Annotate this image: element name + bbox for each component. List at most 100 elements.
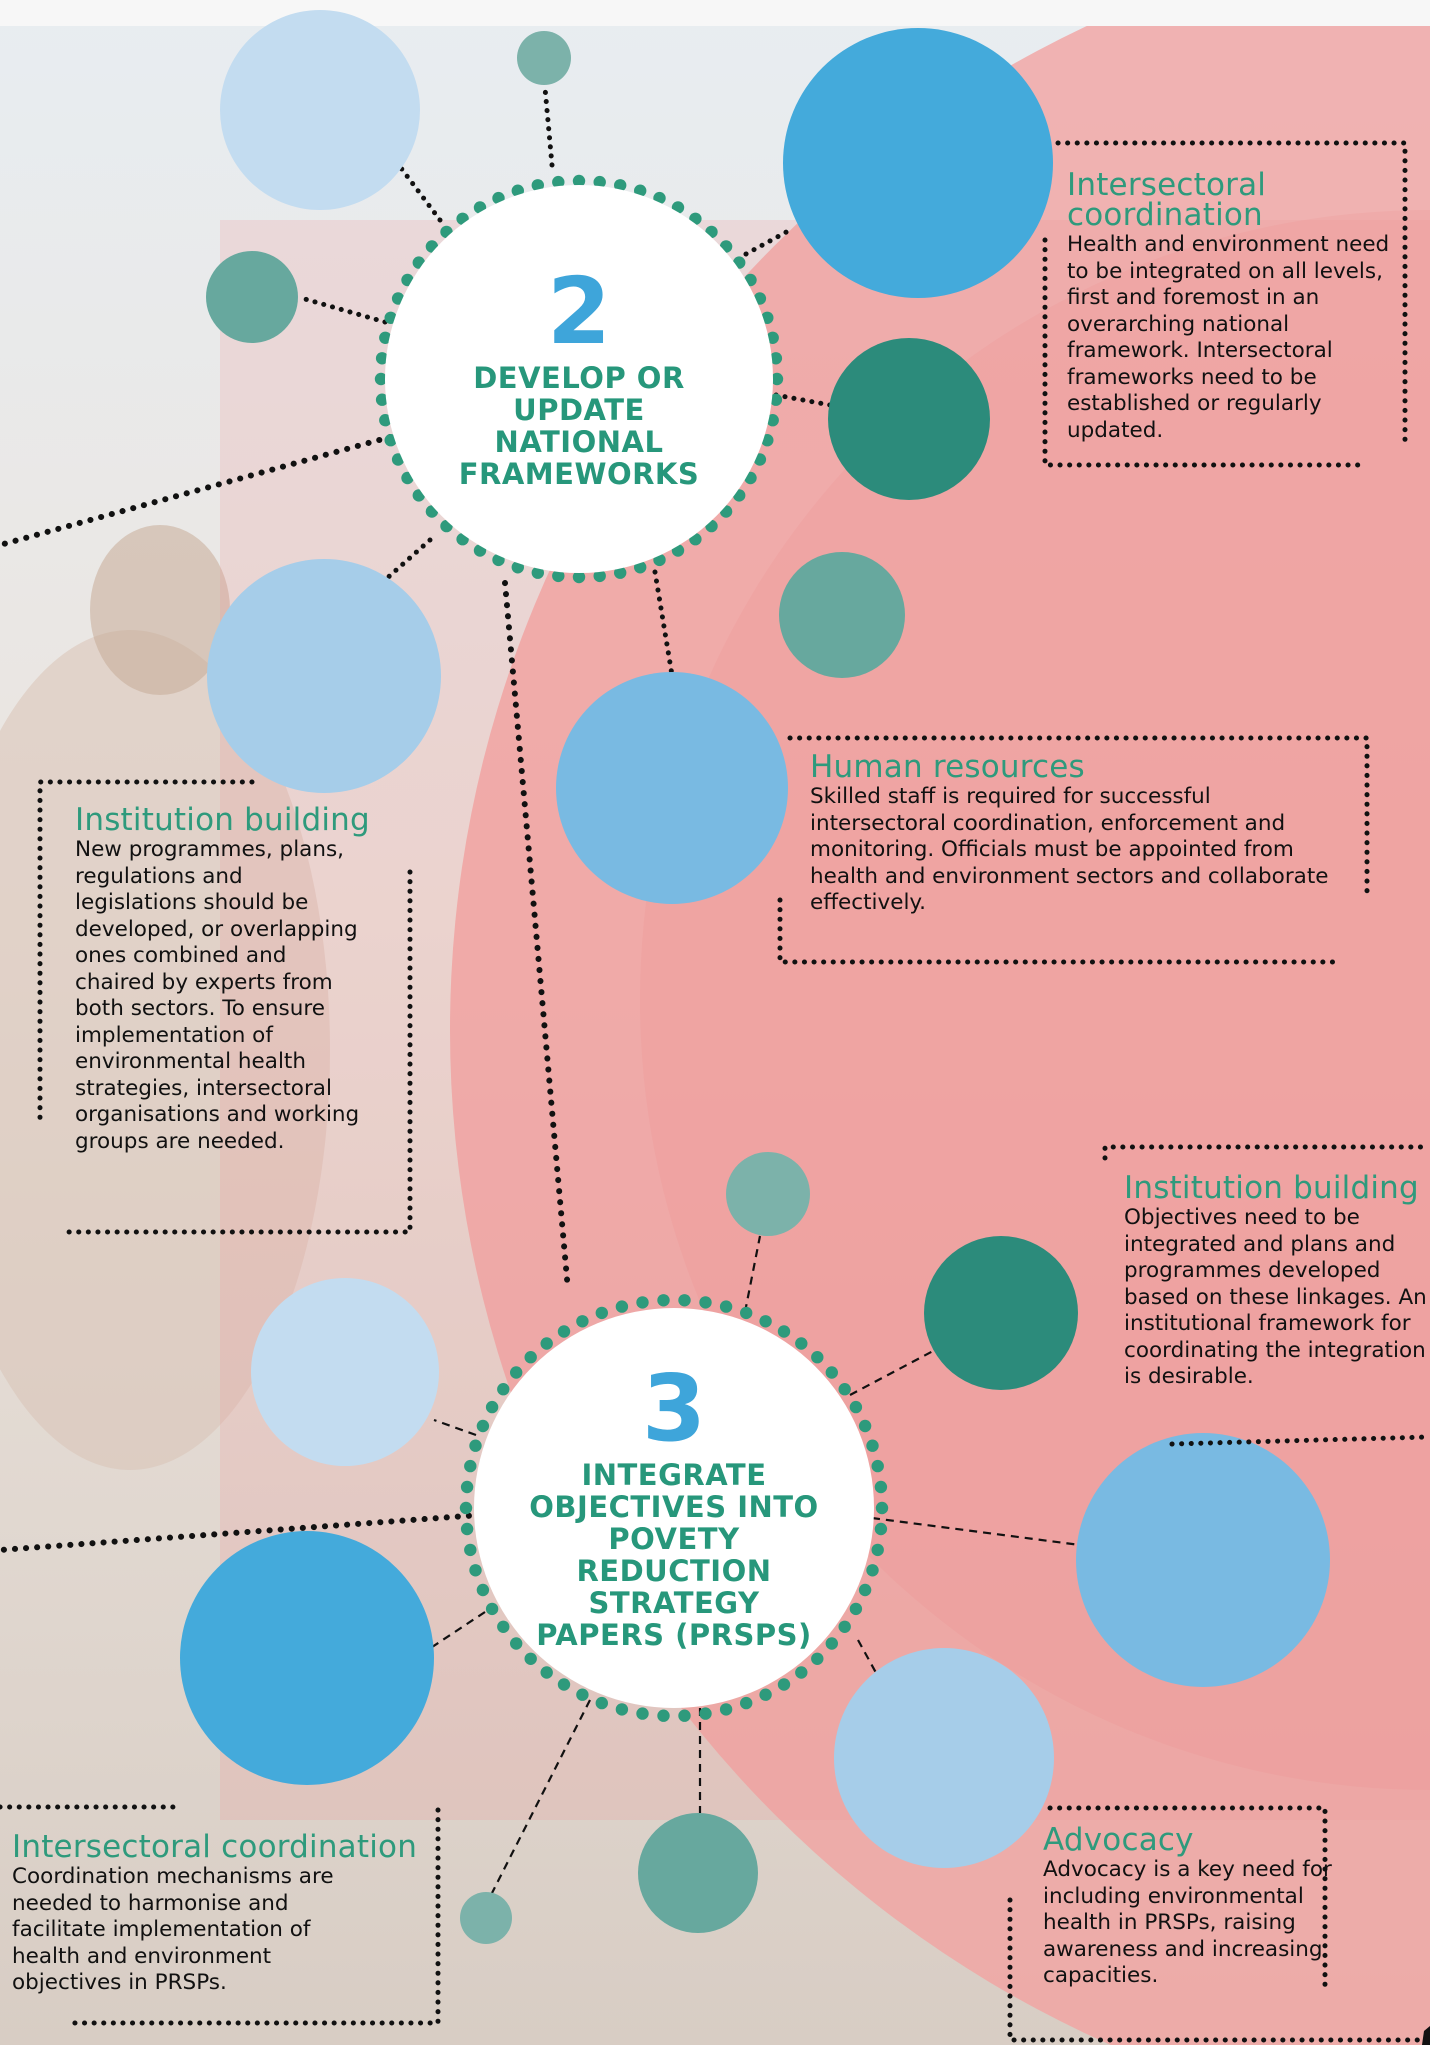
- institution-building-box-2: Institution building New programmes, pla…: [75, 805, 370, 1155]
- hub-3-ring-dot: [858, 1583, 872, 1597]
- bubble: [834, 1648, 1054, 1868]
- hub-2-ring-dot: [769, 393, 783, 406]
- step-2-number: 2: [546, 258, 611, 366]
- hub-3-ring-dot: [719, 1300, 733, 1313]
- hub-2-ring-dot: [552, 569, 565, 583]
- connector-dots: [773, 392, 833, 408]
- bubble: [779, 552, 905, 678]
- route-dots: [0, 434, 393, 548]
- hub-3-ring-dot: [615, 1300, 629, 1313]
- hub-3-ring-dot: [557, 1678, 571, 1691]
- step-2-title: DEVELOP OR UPDATE NATIONAL FRAMEWORKS: [458, 360, 700, 491]
- step-3-number: 3: [641, 1355, 706, 1463]
- hub-3-ring-dot: [795, 1666, 808, 1679]
- hub-3-ring-dot: [874, 1522, 888, 1536]
- hub-3-ring-dot: [485, 1602, 499, 1616]
- hub-2-ring-dot: [614, 566, 627, 579]
- hub-3-ring-dot: [510, 1637, 523, 1650]
- hub-3-ring-dot: [595, 1306, 608, 1320]
- institution-building-text-3: Objectives need to be integrated and pla…: [1124, 1205, 1427, 1389]
- step-3-hub: 3 INTEGRATE OBJECTIVES INTO POVETY REDUC…: [474, 1308, 874, 1708]
- institution-building-heading-3: Institution building: [1124, 1170, 1419, 1206]
- hub-3-ring-dot: [476, 1583, 490, 1597]
- bubble: [206, 251, 298, 343]
- text-frame-dots: [0, 1804, 441, 2026]
- connector-dashes: [857, 1639, 881, 1681]
- connector-dots: [542, 85, 555, 168]
- hub-2-ring-dot: [766, 331, 779, 344]
- hub-2-ring-dot: [761, 434, 774, 447]
- hub-3-ring-dot: [469, 1564, 482, 1577]
- bubble: [180, 1531, 434, 1785]
- hub-3-ring-dot: [524, 1351, 537, 1364]
- hub-3-ring-dot: [510, 1366, 523, 1379]
- bubble: [251, 1278, 439, 1466]
- hub-3-ring-dot: [825, 1637, 838, 1650]
- connector-dashes: [871, 1516, 1081, 1547]
- hub-3-ring-dot: [811, 1652, 824, 1666]
- human-resources-box: Human resources Skilled staff is require…: [810, 752, 1350, 917]
- intersectoral-coordination-heading-3: Intersectoral coordination: [12, 1829, 418, 1865]
- hub-3-ring-dot: [849, 1602, 863, 1616]
- text-frame-dots: [1007, 1805, 1423, 2043]
- hub-3-ring-dot: [576, 1315, 589, 1328]
- hub-3-ring-dot: [657, 1709, 670, 1722]
- human-resources-text: Skilled staff is required for successful…: [810, 784, 1329, 915]
- hub-3-ring-dot: [497, 1383, 510, 1396]
- connector-dashes: [849, 1349, 936, 1396]
- bubble: [924, 1236, 1078, 1390]
- hub-3-ring-dot: [636, 1296, 649, 1309]
- hub-3-ring-dot: [615, 1703, 629, 1716]
- step-3-title: INTEGRATE OBJECTIVES INTO POVETY REDUCTI…: [529, 1457, 819, 1652]
- hub-3-ring-dot: [678, 1294, 691, 1307]
- bubble: [460, 1892, 512, 1944]
- hub-2-ring-dot: [769, 352, 783, 365]
- bubble: [207, 559, 441, 793]
- intersectoral-coordination-text-2: Health and environment need to be integr…: [1067, 232, 1390, 443]
- connector-dots: [743, 227, 793, 257]
- text-frame-dots: [777, 735, 1370, 965]
- hub-2-ring-dot: [593, 569, 606, 583]
- hub-3-ring-dot: [657, 1294, 670, 1307]
- hub-3-ring-dot: [866, 1439, 879, 1452]
- hub-3-ring-dot: [540, 1666, 553, 1679]
- hub-3-ring-dot: [576, 1688, 589, 1701]
- advocacy-heading: Advocacy: [1043, 1822, 1194, 1858]
- route-dots: [0, 1512, 483, 1553]
- text-frames: [0, 140, 1430, 2043]
- bubble-cluster: [180, 10, 1330, 1944]
- hub-3-ring-dot: [740, 1696, 753, 1710]
- hub-3-ring-dot: [459, 1501, 473, 1515]
- connector-dashes: [433, 1418, 477, 1437]
- hub-3-ring-dot: [875, 1501, 889, 1515]
- hub-3-ring-dot: [825, 1366, 838, 1379]
- hub-2-ring-dot: [766, 414, 779, 427]
- hub-3-ring-dot: [464, 1459, 477, 1473]
- hub-3-ring-dot: [595, 1696, 608, 1710]
- hub-3-ring-dot: [485, 1400, 499, 1414]
- photo-figure-blur: [0, 630, 330, 1470]
- hub-3-ring-dot: [777, 1325, 791, 1338]
- hub-3-ring-dot: [699, 1707, 712, 1720]
- institution-building-box-3: Institution building Objectives need to …: [1124, 1173, 1429, 1391]
- bubble: [828, 338, 990, 500]
- hub-3-ring-dot: [497, 1620, 510, 1634]
- hub-3-ring-dot: [524, 1652, 537, 1666]
- route-dots: [502, 580, 571, 1293]
- bubble: [517, 31, 571, 85]
- hub-2-ring-dot: [374, 372, 388, 386]
- hub-3-ring-dot: [871, 1459, 884, 1473]
- hub-3-ring-dot: [811, 1351, 824, 1364]
- text-frame-dots: [37, 779, 413, 1235]
- text-frame-dots: [1102, 1144, 1430, 1447]
- intersectoral-coordination-heading-2: Intersectoral coordination: [1067, 167, 1267, 233]
- advocacy-text: Advocacy is a key need for including env…: [1043, 1857, 1332, 1988]
- bubble: [556, 672, 788, 904]
- intersectoral-coordination-box-3: Intersectoral coordination Coordination …: [12, 1829, 418, 1997]
- hub-3-ring-dot: [719, 1703, 733, 1716]
- human-resources-heading: Human resources: [810, 749, 1085, 785]
- hub-3-ring-dot: [699, 1296, 712, 1309]
- hub-2-ring-dot: [531, 566, 544, 579]
- hub-3-ring-dot: [460, 1522, 474, 1536]
- hub-3-ring-dot: [795, 1337, 808, 1350]
